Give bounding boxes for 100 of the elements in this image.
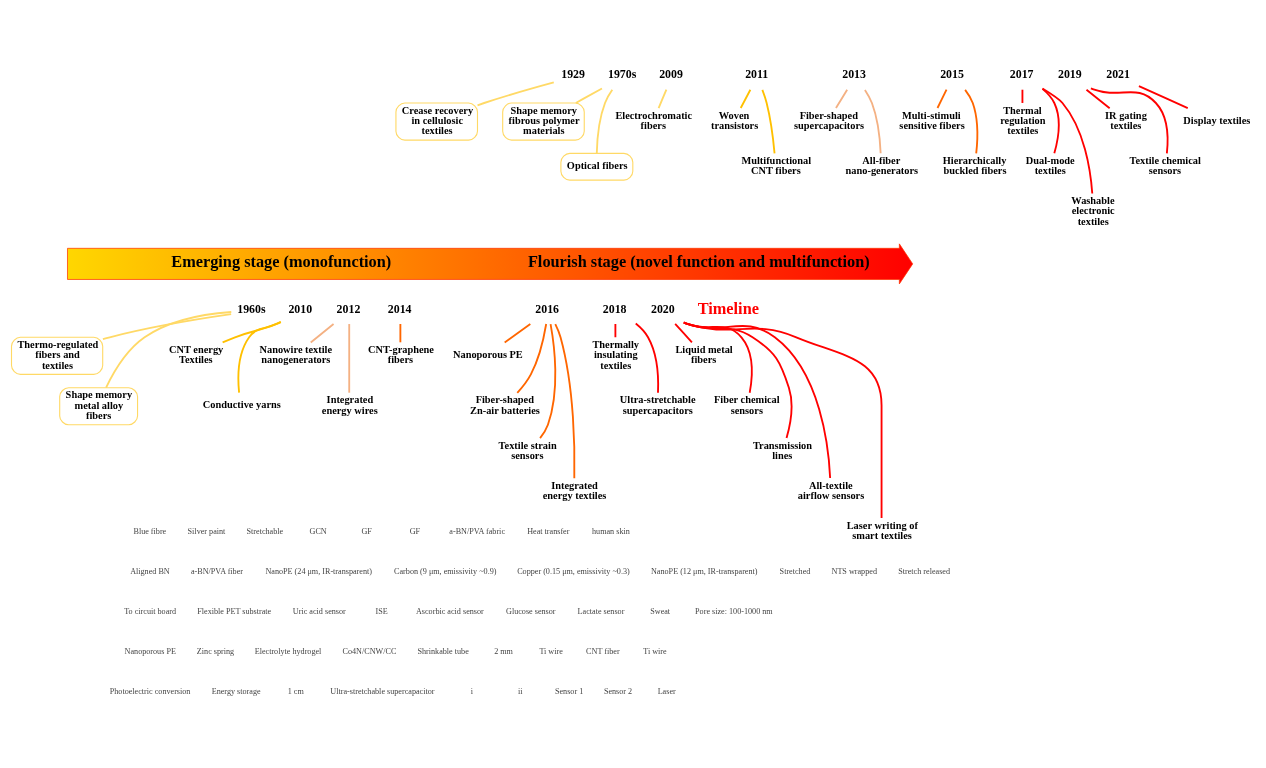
label: Glucose sensor — [506, 606, 556, 616]
node-text: Nanowire textile nanogenerators — [259, 344, 333, 366]
label: Electrolyte hydrogel — [254, 646, 322, 656]
label: To circuit board — [124, 606, 177, 616]
label: a-BN/PVA fiber — [190, 566, 244, 576]
node-text: Integrated energy wires — [321, 394, 378, 416]
node-text: Transmission lines — [752, 439, 813, 462]
label: 1 cm — [287, 686, 304, 696]
connector — [503, 323, 532, 344]
label: Copper (0.15 μm, emissivity ~0.3) — [517, 566, 630, 576]
node-text: Washable electronic textiles — [1071, 194, 1115, 227]
connector — [864, 89, 882, 155]
node-text: Fiber-shaped supercapacitors — [794, 109, 865, 132]
node-box: Thermo-regulated fibers and textiles — [10, 336, 104, 375]
label: NTS wrapped — [831, 566, 877, 576]
node-text: Dual-mode textiles — [1025, 154, 1075, 177]
label: Energy storage — [211, 686, 261, 696]
node-text: 2013 — [842, 67, 866, 82]
connector — [1041, 87, 1060, 155]
connector — [237, 320, 282, 394]
node-text: 2021 — [1106, 67, 1130, 82]
connector — [1090, 87, 1169, 155]
node-text: Display textiles — [1183, 114, 1251, 126]
label: Ti wire — [643, 646, 667, 656]
label: Sensor 1 — [554, 686, 584, 696]
label: a-BN/PVA fabric — [449, 526, 506, 536]
node-text: Textile strain sensors — [498, 439, 557, 462]
node-text: Thermal regulation textiles — [1000, 104, 1046, 137]
label: Pore size: 100-1000 nm — [695, 606, 773, 616]
node-text: CNT-graphene fibers — [368, 344, 434, 366]
node-text: Electrochromatic fibers — [615, 109, 693, 132]
node-text: 2015 — [940, 67, 964, 82]
label: Uric acid sensor — [292, 606, 346, 616]
node-text: 1929 — [561, 67, 585, 82]
label: Timeline — [697, 299, 759, 319]
label: Laser — [657, 686, 676, 696]
connector — [761, 88, 776, 155]
node-box: Shape memory fibrous polymer materials — [502, 102, 585, 141]
label: GF — [409, 526, 421, 536]
node-text: Woven transistors — [711, 109, 759, 132]
connector — [835, 88, 849, 109]
connector — [1041, 87, 1094, 195]
node-text: Hierarchically buckled fibers — [942, 154, 1007, 177]
node-text: 2014 — [387, 301, 412, 316]
node-text: 2010 — [288, 301, 313, 316]
connector — [657, 88, 668, 109]
node-box: Shape memory metal alloy fibers — [59, 387, 139, 426]
node-text: CNT energy Textiles — [169, 344, 224, 366]
connector — [221, 321, 282, 344]
node-text: 2016 — [535, 301, 560, 316]
label: ii — [517, 686, 523, 696]
connector — [1085, 88, 1111, 110]
node-text: 2018 — [602, 301, 627, 316]
label: Carbon (9 μm, emissivity ~0.9) — [394, 566, 497, 576]
node-text: 1970s — [607, 67, 637, 82]
node-text: Conductive yarns — [202, 399, 281, 411]
node-text: 2011 — [745, 67, 769, 82]
node-text: Multi-stimuli sensitive fibers — [899, 109, 965, 132]
connector — [554, 323, 576, 480]
label: Lactate sensor — [577, 606, 625, 616]
connector — [936, 88, 948, 109]
connector — [348, 323, 351, 394]
connector — [595, 88, 614, 155]
label: 2 mm — [494, 646, 513, 656]
node-text: Liquid metal fibers — [675, 344, 733, 366]
label: Stretched — [779, 566, 811, 576]
node-text: 1960s — [237, 301, 266, 316]
label: Nanoporous PE — [124, 646, 176, 656]
connector — [574, 87, 603, 104]
label: ISE — [375, 606, 388, 616]
label: Zinc spring — [196, 646, 235, 656]
connector — [105, 311, 233, 389]
label: Stretchable — [246, 526, 284, 536]
label: Ti wire — [539, 646, 563, 656]
node-text: Laser writing of smart textiles — [846, 519, 918, 542]
label: Silver paint — [187, 526, 226, 536]
node-text: Fiber chemical sensors — [714, 394, 780, 416]
label: NanoPE (24 μm, IR-transparent) — [265, 566, 372, 576]
node-text: 2009 — [659, 67, 683, 82]
node-text: 2012 — [336, 301, 361, 316]
node-text: All-textile airflow sensors — [797, 479, 865, 502]
node-box: Optical fibers — [560, 152, 634, 181]
node-text: Thermally insulating textiles — [592, 338, 640, 371]
connector — [539, 323, 557, 439]
label: Stretch released — [898, 566, 951, 576]
connector — [102, 313, 233, 341]
label: Sensor 2 — [603, 686, 633, 696]
label: Photoelectric conversion — [109, 686, 191, 696]
label: NanoPE (12 μm, IR-transparent) — [650, 566, 758, 576]
label: Ultra-stretchable supercapacitor — [330, 686, 435, 696]
node-text: Nanoporous PE — [453, 348, 523, 360]
node-text: Textile chemical sensors — [1129, 154, 1201, 177]
label: Ascorbic acid sensor — [415, 606, 484, 616]
label: i — [470, 686, 474, 696]
connector — [614, 323, 617, 339]
connector — [309, 323, 335, 344]
connector — [1138, 85, 1189, 110]
node-text: Multifunctional CNT fibers — [741, 154, 812, 177]
connector — [476, 81, 555, 107]
label: human skin — [592, 526, 630, 536]
